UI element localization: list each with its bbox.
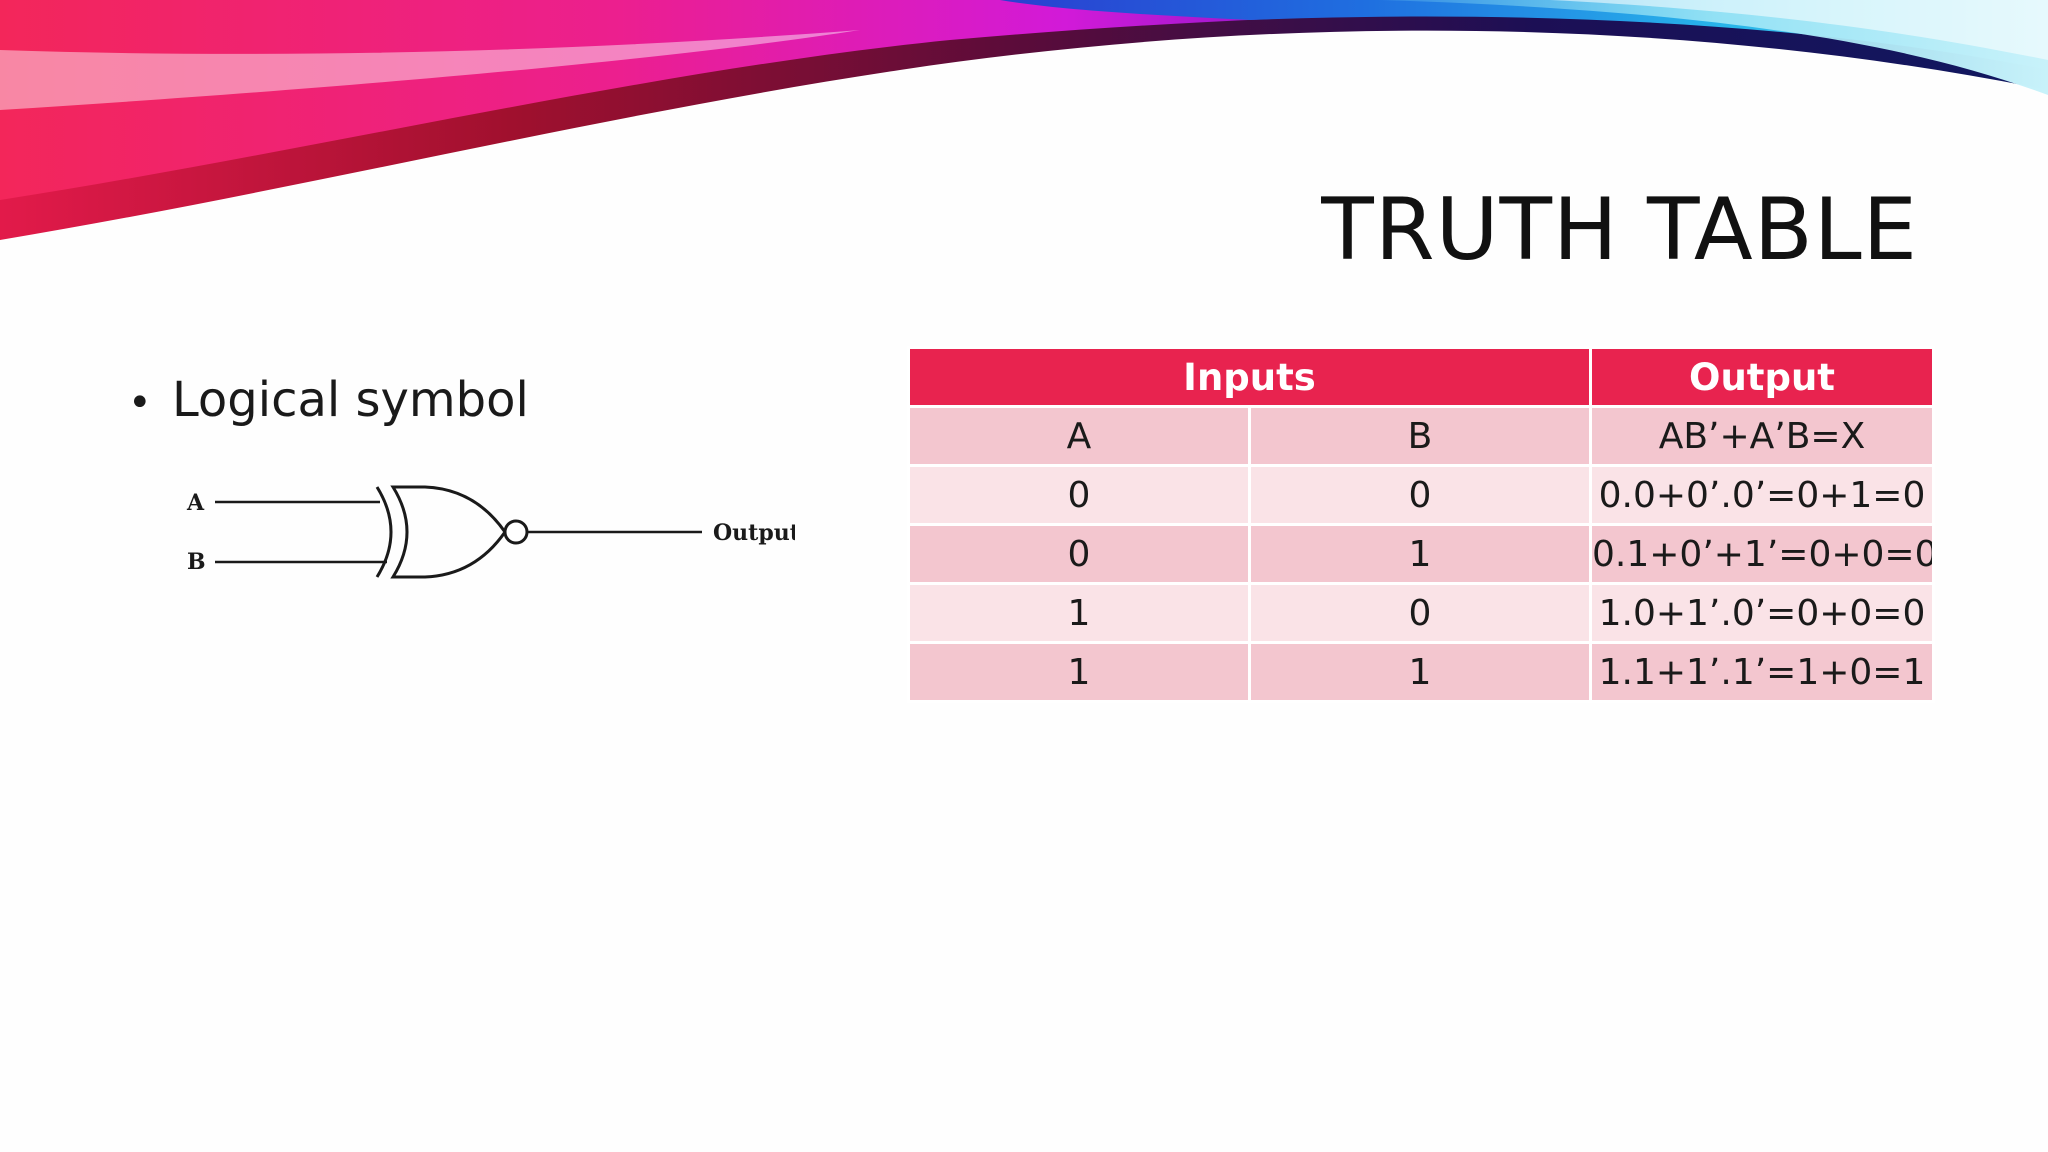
decorative-swoosh	[0, 0, 2048, 240]
cell-a: 1	[907, 641, 1251, 703]
bullet-logical-symbol: • Logical symbol	[128, 372, 529, 428]
slide-title: TRUTH TABLE	[1321, 180, 1918, 280]
table-subheader-row: A B AB’+A’B=X	[907, 405, 1935, 467]
cell-output: 0.0+0’.0’=0+1=0	[1589, 464, 1935, 526]
input-a-label: A	[186, 490, 205, 516]
cell-b: 1	[1248, 523, 1592, 585]
table-row: 1 1 1.1+1’.1’=1+0=1	[907, 641, 1935, 703]
cell-output: 1.0+1’.0’=0+0=0	[1589, 582, 1935, 644]
table-row: 0 1 0.1+0’+1’=0+0=0	[907, 523, 1935, 585]
xor-input-curve	[375, 486, 393, 578]
output-label: Output	[713, 520, 795, 546]
truth-table: Inputs Output A B AB’+A’B=X 0 0 0.0+0’.0…	[907, 346, 1935, 703]
header-inputs: Inputs	[907, 346, 1592, 408]
bullet-dot: •	[128, 380, 152, 426]
cell-b: 0	[1248, 464, 1592, 526]
header-output: Output	[1589, 346, 1935, 408]
subheader-b: B	[1248, 405, 1592, 467]
subheader-expression: AB’+A’B=X	[1589, 405, 1935, 467]
cell-b: 1	[1248, 641, 1592, 703]
table-header-row: Inputs Output	[907, 346, 1935, 408]
cell-a: 0	[907, 523, 1251, 585]
table-row: 1 0 1.0+1’.0’=0+0=0	[907, 582, 1935, 644]
cell-a: 0	[907, 464, 1251, 526]
subheader-a: A	[907, 405, 1251, 467]
xnor-gate-diagram: A B Output	[186, 485, 795, 579]
inverter-bubble	[503, 519, 529, 545]
cell-a: 1	[907, 582, 1251, 644]
cell-output: 0.1+0’+1’=0+0=0	[1589, 523, 1935, 585]
table-row: 0 0 0.0+0’.0’=0+1=0	[907, 464, 1935, 526]
cell-output: 1.1+1’.1’=1+0=1	[1589, 641, 1935, 703]
input-b-label: B	[187, 549, 206, 575]
xnor-gate-body	[390, 485, 507, 579]
bullet-text: Logical symbol	[172, 372, 529, 428]
cell-b: 0	[1248, 582, 1592, 644]
